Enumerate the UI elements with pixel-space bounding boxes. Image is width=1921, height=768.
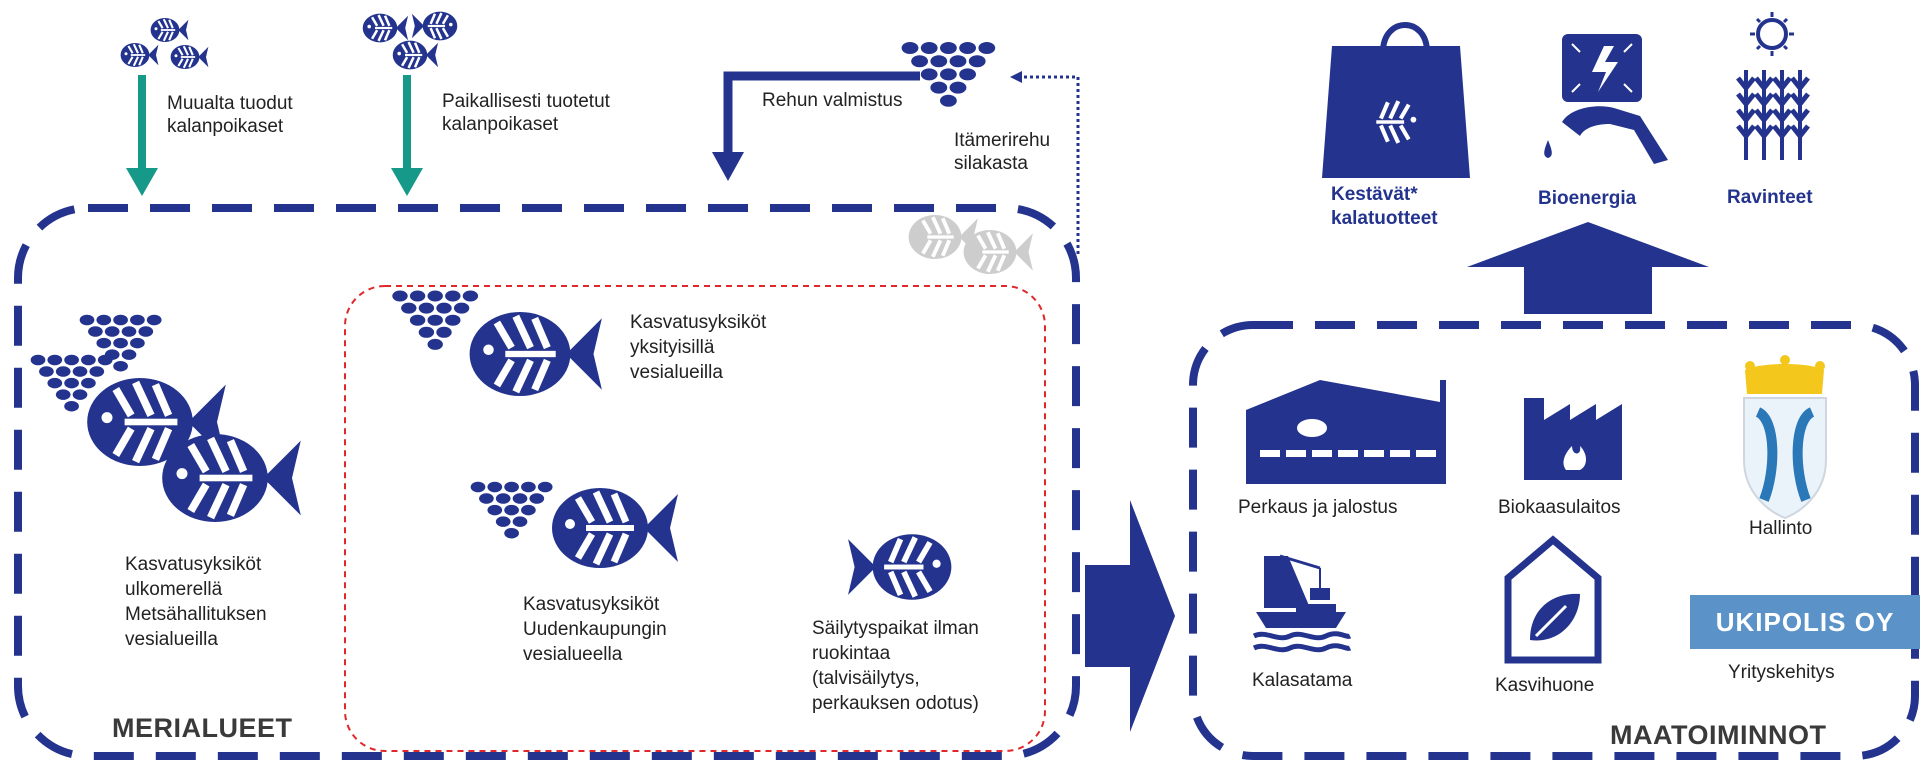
- baltic-feed-line1: Itämerirehu: [954, 130, 1051, 151]
- arrow-feed-production: [723, 71, 920, 155]
- harbour-label: Kalasatama: [1252, 670, 1353, 691]
- land-zone-border: [1189, 321, 1919, 760]
- city-units-line1: Kasvatusyksiköt: [523, 594, 660, 615]
- storage-line3: (talvisäilytys,: [812, 668, 920, 689]
- fish-products-line2: kalatuotteet: [1331, 208, 1438, 229]
- biogas-plant-icon: [1524, 398, 1622, 480]
- fuel-nozzle-icon: [1544, 106, 1668, 164]
- arrow-to-land: [1085, 500, 1175, 732]
- company-logo-text: UKIPOLIS OY: [1715, 606, 1895, 637]
- city-units-line2: Uudenkaupungin: [523, 619, 667, 640]
- coat-of-arms-icon: [1743, 355, 1827, 520]
- nutrients-label: Ravinteet: [1727, 187, 1813, 208]
- fish-icon: [848, 534, 951, 600]
- processing-label: Perkaus ja jalostus: [1238, 497, 1398, 518]
- sea-zone-border: [14, 204, 1080, 760]
- arrow-to-products: [1467, 222, 1709, 314]
- land-zone-label: MAATOIMINNOT: [1610, 720, 1827, 750]
- fish-icon: [470, 312, 602, 396]
- sun-icon: [1750, 12, 1794, 56]
- arrow-baltic-feed: [1020, 75, 1080, 254]
- storage-line1: Säilytyspaikat ilman: [812, 618, 979, 639]
- fish-icon: [119, 16, 210, 71]
- greenhouse-icon: [1504, 535, 1602, 664]
- sea-zone-label: MERIALUEET: [112, 713, 293, 743]
- administration-label: Hallinto: [1749, 518, 1813, 539]
- private-units-line2: yksityisillä: [630, 337, 715, 358]
- municipal-zone-border: [344, 285, 1046, 752]
- feed-pellets-icon: [470, 481, 553, 539]
- offshore-units-line2: ulkomerellä: [125, 579, 223, 600]
- feed-production-label: Rehun valmistus: [762, 90, 903, 111]
- storage-line2: ruokintaa: [812, 643, 891, 664]
- bioenergy-label: Bioenergia: [1538, 188, 1637, 209]
- imported-fry-line1: Muualta tuodut: [167, 93, 293, 114]
- storage-line4: perkauksen odotus): [812, 693, 979, 714]
- baltic-feed-line2: silakasta: [954, 153, 1028, 174]
- offshore-units-line4: vesialueilla: [125, 629, 218, 650]
- local-fry-line1: Paikallisesti tuotetut: [442, 91, 610, 112]
- private-units-line1: Kasvatusyksiköt: [630, 312, 767, 333]
- shopping-bag-icon: [1322, 22, 1470, 178]
- fish-icon: [552, 488, 678, 568]
- arrow-imported-fry: [126, 75, 158, 196]
- offshore-units-line3: Metsähallituksen: [125, 604, 267, 625]
- fish-icon: [906, 213, 1035, 276]
- company-logo: UKIPOLIS OY: [1690, 595, 1920, 649]
- wheat-icon: [1736, 70, 1810, 160]
- biogas-label: Biokaasulaitos: [1498, 497, 1621, 518]
- imported-fry-line2: kalanpoikaset: [167, 116, 284, 137]
- fish-icon: [361, 12, 458, 71]
- offshore-units-line1: Kasvatusyksiköt: [125, 554, 262, 575]
- fish-products-line1: Kestävät*: [1331, 184, 1418, 205]
- greenhouse-label: Kasvihuone: [1495, 675, 1595, 696]
- arrow-local-fry: [391, 75, 423, 196]
- harbour-crane-icon: [1252, 554, 1352, 653]
- local-fry-line2: kalanpoikaset: [442, 114, 559, 135]
- business-dev-label: Yrityskehitys: [1728, 662, 1835, 683]
- city-units-line3: vesialueella: [523, 644, 623, 665]
- fish-icon: [162, 434, 301, 522]
- private-units-line3: vesialueilla: [630, 362, 723, 383]
- solar-panel-icon: [1562, 34, 1642, 102]
- factory-icon: [1246, 380, 1446, 484]
- feed-pellets-icon: [392, 290, 479, 350]
